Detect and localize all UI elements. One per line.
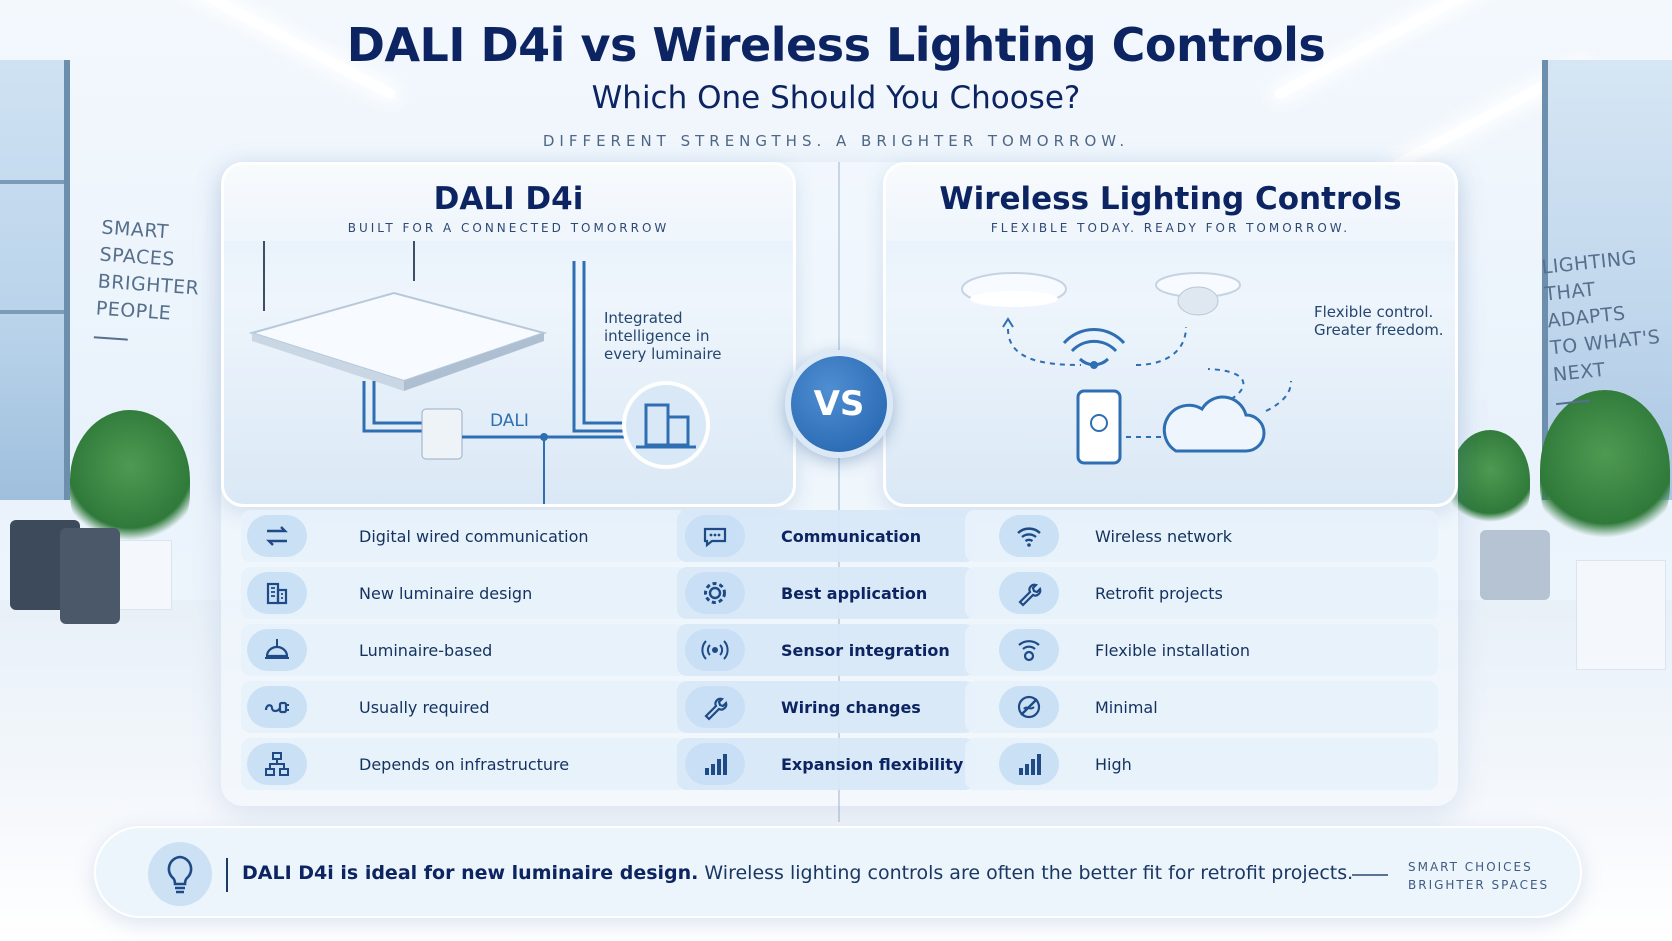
criterion-label: Expansion flexibility xyxy=(781,754,964,774)
wireless-cell: Wireless network xyxy=(965,510,1438,562)
wireless-illustration: Flexible control. Greater freedom. xyxy=(886,241,1455,504)
dali-value: Digital wired communication xyxy=(359,526,589,546)
criterion-cell: Expansion flexibility xyxy=(677,738,975,790)
wireless-value: High xyxy=(1095,754,1132,774)
dali-cell: Digital wired communication xyxy=(241,510,687,562)
lightbulb-icon xyxy=(148,842,212,906)
dali-cell: Luminaire-based xyxy=(241,624,687,676)
wifi-router-icon xyxy=(999,629,1059,671)
dali-value: Usually required xyxy=(359,697,490,717)
building-icon xyxy=(247,572,307,614)
wireless-value: Flexible installation xyxy=(1095,640,1250,660)
plant-pot-right xyxy=(1576,560,1666,670)
wireless-cell: High xyxy=(965,738,1438,790)
summary-dash xyxy=(1352,874,1388,876)
vs-badge: VS xyxy=(785,350,893,458)
page-header: DALI D4i vs Wireless Lighting Controls W… xyxy=(0,14,1672,150)
wireless-value: Minimal xyxy=(1095,697,1158,717)
dali-card: DALI D4i BUILT FOR A CONNECTED TOMORROW xyxy=(221,162,796,507)
criterion-cell: Sensor integration xyxy=(677,624,975,676)
summary-slogan: SMART CHOICES BRIGHTER SPACES xyxy=(1408,858,1549,894)
summary-slogan-line: BRIGHTER SPACES xyxy=(1408,878,1550,892)
arrows-exchange-icon xyxy=(247,515,307,557)
table-row: New luminaire design Best application Re… xyxy=(241,567,1438,619)
plant-right-small xyxy=(1450,430,1530,530)
page-tagline: DIFFERENT STRENGTHS. A BRIGHTER TOMORROW… xyxy=(542,132,1130,150)
criterion-label: Communication xyxy=(781,526,922,546)
dali-card-subtitle: BUILT FOR A CONNECTED TOMORROW xyxy=(347,221,670,235)
table-row: Usually required Wiring changes Minimal xyxy=(241,681,1438,733)
dali-cell: New luminaire design xyxy=(241,567,687,619)
criterion-label: Wiring changes xyxy=(781,697,921,717)
plug-cable-icon xyxy=(247,686,307,728)
wireless-card-title: Wireless Lighting Controls xyxy=(939,181,1402,217)
signal-bars-icon xyxy=(685,743,745,785)
wall-slogan-right: LIGHTING THAT ADAPTS TO WHAT'S NEXT xyxy=(1540,242,1672,406)
chair-right xyxy=(1480,530,1550,600)
dali-illustration: DALI Integrated intelligence in every lu… xyxy=(224,241,793,504)
criterion-label: Sensor integration xyxy=(781,640,950,660)
criterion-cell: Wiring changes xyxy=(677,681,975,733)
comparison-panel: DALI D4i BUILT FOR A CONNECTED TOMORROW xyxy=(221,162,1458,822)
pendant-lamp-icon xyxy=(247,629,307,671)
summary-slogan-line: SMART CHOICES xyxy=(1408,860,1533,874)
network-tree-icon xyxy=(247,743,307,785)
no-wire-icon xyxy=(999,686,1059,728)
dali-value: Depends on infrastructure xyxy=(359,754,570,774)
gear-icon xyxy=(685,572,745,614)
wireless-cell: Minimal xyxy=(965,681,1438,733)
dali-luminaire-illustration xyxy=(248,241,710,504)
chat-bubble-icon xyxy=(685,515,745,557)
wrench-icon xyxy=(685,686,745,728)
dali-card-title: DALI D4i xyxy=(433,181,584,217)
wireless-cell: Flexible installation xyxy=(965,624,1438,676)
center-divider xyxy=(838,162,840,822)
wireless-devices-illustration xyxy=(961,272,1292,465)
summary-bar: DALI D4i is ideal for new luminaire desi… xyxy=(94,826,1582,918)
wireless-value: Retrofit projects xyxy=(1095,583,1223,603)
criterion-label: Best application xyxy=(781,583,928,603)
comparison-table: Digital wired communication Communicatio… xyxy=(241,510,1438,794)
wireless-card: Wireless Lighting Controls FLEXIBLE TODA… xyxy=(883,162,1458,507)
table-row: Luminaire-based Sensor integration Flexi… xyxy=(241,624,1438,676)
plant-left xyxy=(70,410,190,550)
dali-value: New luminaire design xyxy=(359,583,533,603)
wireless-cell: Retrofit projects xyxy=(965,567,1438,619)
table-row: Digital wired communication Communicatio… xyxy=(241,510,1438,562)
wireless-card-header: Wireless Lighting Controls FLEXIBLE TODA… xyxy=(886,165,1455,241)
dali-card-note: Integrated intelligence in every luminai… xyxy=(604,309,722,363)
plant-right xyxy=(1540,390,1670,550)
signal-bars-icon xyxy=(999,743,1059,785)
criterion-cell: Best application xyxy=(677,567,975,619)
table-row: Depends on infrastructure Expansion flex… xyxy=(241,738,1438,790)
window-left xyxy=(0,60,70,500)
dali-cell: Depends on infrastructure xyxy=(241,738,687,790)
dali-cell: Usually required xyxy=(241,681,687,733)
summary-text: DALI D4i is ideal for new luminaire desi… xyxy=(242,862,1353,884)
wireless-card-note: Flexible control. Greater freedom. xyxy=(1314,303,1444,339)
dali-value: Luminaire-based xyxy=(359,640,493,660)
wireless-value: Wireless network xyxy=(1095,526,1233,546)
dali-bus-label: DALI xyxy=(490,411,529,431)
sensor-waves-icon xyxy=(685,629,745,671)
dali-card-header: DALI D4i BUILT FOR A CONNECTED TOMORROW xyxy=(224,165,793,241)
page-subtitle: Which One Should You Choose? xyxy=(591,80,1081,116)
summary-bold: DALI D4i is ideal for new luminaire desi… xyxy=(242,862,699,884)
wrench-icon xyxy=(999,572,1059,614)
wifi-icon xyxy=(999,515,1059,557)
plant-pot-left xyxy=(118,540,172,610)
wall-slogan-left: SMART SPACES BRIGHTER PEOPLE xyxy=(93,215,204,346)
summary-separator xyxy=(226,858,228,892)
wireless-card-subtitle: FLEXIBLE TODAY. READY FOR TOMORROW. xyxy=(990,221,1351,235)
page-title: DALI D4i vs Wireless Lighting Controls xyxy=(346,18,1326,72)
summary-rest: Wireless lighting controls are often the… xyxy=(698,862,1354,884)
criterion-cell: Communication xyxy=(677,510,975,562)
chair-left xyxy=(60,528,120,624)
